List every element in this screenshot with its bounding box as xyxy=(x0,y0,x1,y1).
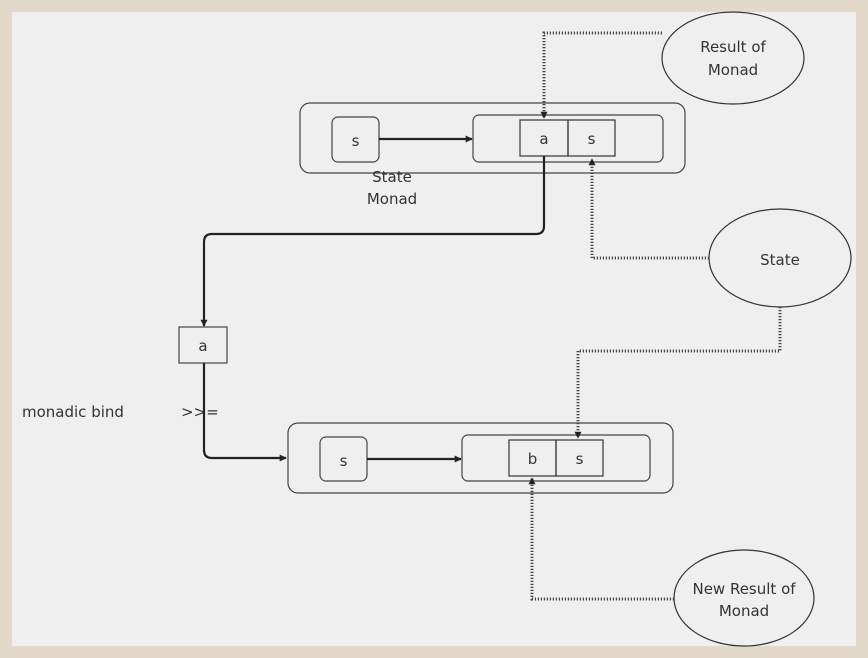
result-of-monad-line1: Result of xyxy=(700,38,766,56)
new-result-of-monad-callout xyxy=(673,549,815,647)
result-of-monad-callout xyxy=(661,11,805,105)
value-to-bottom-monad-arrow xyxy=(202,363,287,462)
top-output-box xyxy=(472,114,664,163)
top-state-cell xyxy=(567,119,616,157)
passed-value-label: a xyxy=(198,337,207,355)
bottom-output-box xyxy=(461,434,651,482)
state-monad-label-line2: Monad xyxy=(367,190,417,208)
diagram-background xyxy=(12,12,856,646)
monadic-bind-label: monadic bind xyxy=(22,403,124,421)
result-of-monad-line2: Monad xyxy=(708,61,758,79)
result-callout-connector xyxy=(540,31,662,119)
new-result-of-monad-line1: New Result of xyxy=(692,580,796,598)
state-monad-label-line1: State xyxy=(372,168,412,186)
top-state-monad-box xyxy=(299,102,686,174)
state-callout-label: State xyxy=(760,251,800,269)
top-input-label: s xyxy=(352,132,360,150)
bottom-state-monad-box xyxy=(287,422,674,494)
result-to-value-arrow xyxy=(200,156,546,327)
top-result-label: a xyxy=(539,130,548,148)
top-state-label: s xyxy=(588,130,596,148)
bottom-input-label: s xyxy=(340,452,348,470)
bottom-state-label: s xyxy=(576,450,584,468)
state-callout-connector-top xyxy=(588,158,709,260)
bottom-result-label: b xyxy=(528,450,538,468)
new-result-of-monad-line2: Monad xyxy=(719,602,769,620)
new-result-callout-connector xyxy=(528,477,674,601)
bottom-state-cell xyxy=(555,439,604,477)
bind-operator-label: >>= xyxy=(181,403,219,421)
state-callout-connector-bottom xyxy=(574,307,782,439)
